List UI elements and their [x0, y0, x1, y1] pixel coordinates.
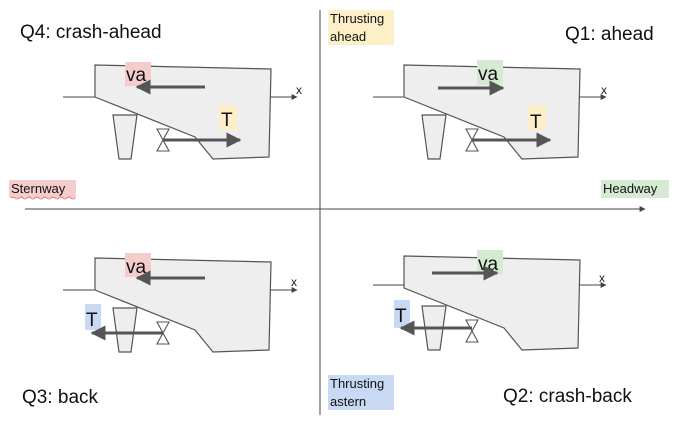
- q1-thrust-highlight: [528, 105, 546, 130]
- thrusting-astern-highlight: [328, 375, 394, 410]
- q4-ship-diagram: x va T: [63, 62, 302, 160]
- thrusting-astern-label-line2: astern: [330, 394, 366, 409]
- q4-x-label: x: [296, 83, 302, 97]
- q3-thrust-highlight: [85, 304, 101, 330]
- spellcheck-underline: [10, 196, 76, 200]
- thrusting-ahead-label-line1: Thrusting: [330, 11, 384, 26]
- q3-ship: [94, 257, 272, 353]
- q3-ship-diagram: x va T: [63, 253, 298, 353]
- sternway-highlight: [9, 180, 76, 198]
- thrusting-astern-label-line1: Thrusting: [330, 376, 384, 391]
- q3-va-label: va: [126, 257, 147, 278]
- q2-x-label: x: [599, 271, 605, 285]
- q1-va-label: va: [478, 64, 499, 85]
- thrusting-ahead-highlight: [328, 10, 394, 45]
- headway-label: Headway: [603, 181, 658, 196]
- q2-title: Q2: crash-back: [503, 386, 632, 407]
- q1-thrust-label: T: [530, 112, 542, 133]
- q4-title: Q4: crash-ahead: [20, 22, 162, 43]
- q4-thrust-highlight: [219, 105, 237, 130]
- headway-highlight: [601, 180, 669, 198]
- q1-ship-diagram: x va T: [373, 60, 607, 160]
- q4-ship: [94, 64, 272, 160]
- q4-va-label: va: [126, 65, 147, 86]
- q1-x-label: x: [601, 83, 607, 97]
- q1-title: Q1: ahead: [565, 24, 654, 45]
- sternway-label: Sternway: [11, 181, 66, 196]
- q3-title: Q3: back: [22, 387, 99, 408]
- q2-thrust-label: T: [395, 306, 407, 327]
- q3-x-label: x: [291, 275, 297, 289]
- q4-thrust-label: T: [221, 110, 233, 131]
- q3-thrust-label: T: [86, 310, 98, 331]
- thrusting-ahead-label-line2: ahead: [330, 29, 366, 44]
- q2-ship-diagram: x va T: [373, 250, 607, 351]
